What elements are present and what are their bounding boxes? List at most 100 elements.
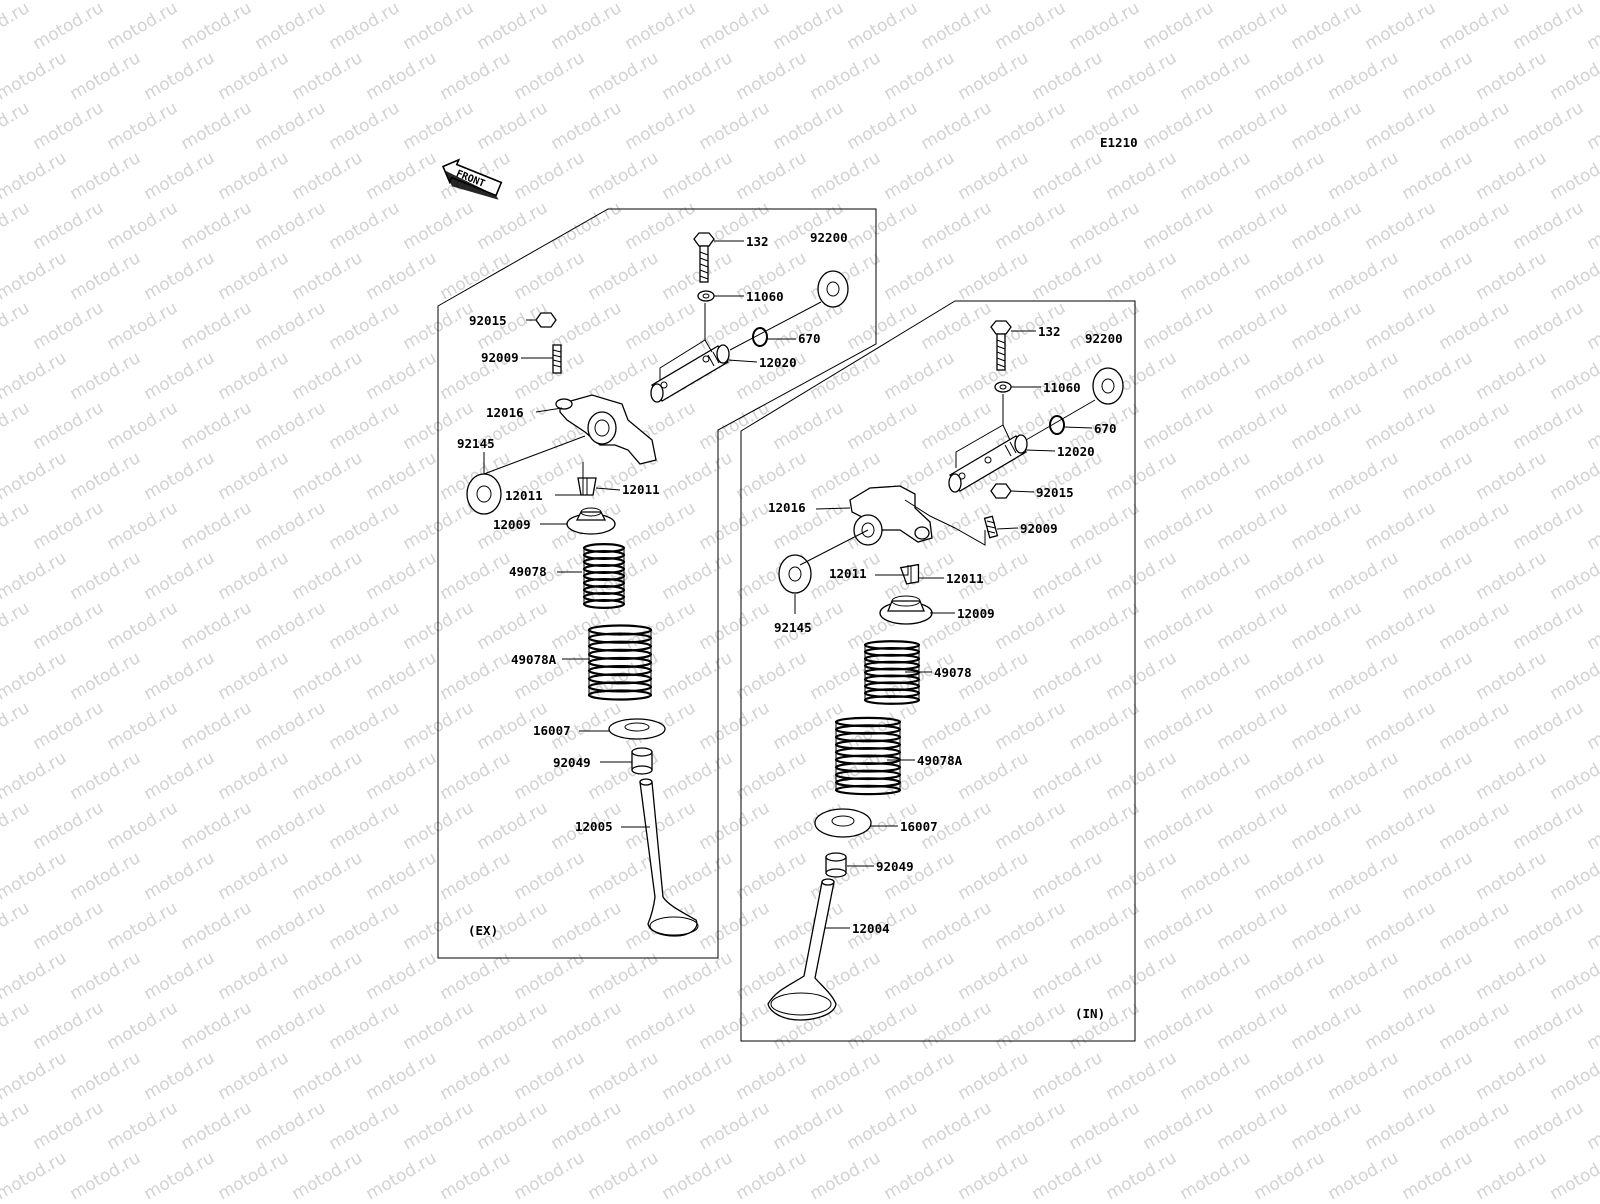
watermark-text: motod.ru bbox=[0, 348, 70, 404]
watermark-text: motod.ru bbox=[1214, 698, 1292, 754]
watermark-text: motod.ru bbox=[622, 1098, 700, 1154]
watermark-text: motod.ru bbox=[1473, 748, 1551, 804]
watermark-text: motod.ru bbox=[104, 0, 182, 54]
watermark-text: motod.ru bbox=[585, 148, 663, 204]
watermark-text: motod.ru bbox=[696, 1098, 774, 1154]
watermark-text: motod.ru bbox=[1029, 748, 1107, 804]
watermark-text: motod.ru bbox=[1399, 1148, 1477, 1200]
watermark-text: motod.ru bbox=[733, 0, 811, 4]
watermark-text: motod.ru bbox=[1325, 248, 1403, 304]
watermark-text: motod.ru bbox=[1436, 298, 1514, 354]
watermark-text: motod.ru bbox=[178, 898, 256, 954]
watermark-text: motod.ru bbox=[1362, 598, 1440, 654]
watermark-text: motod.ru bbox=[0, 648, 70, 704]
watermark-text: motod.ru bbox=[1177, 748, 1255, 804]
watermark-text: motod.ru bbox=[992, 998, 1070, 1054]
watermark-text: motod.ru bbox=[1473, 848, 1551, 904]
watermark-text: motod.ru bbox=[585, 948, 663, 1004]
watermark-text: motod.ru bbox=[1547, 548, 1600, 604]
watermark-text: motod.ru bbox=[1066, 0, 1144, 54]
watermark-text: motod.ru bbox=[1140, 898, 1218, 954]
watermark-text: motod.ru bbox=[1436, 1098, 1514, 1154]
watermark-text: motod.ru bbox=[474, 598, 552, 654]
watermark-text: motod.ru bbox=[844, 0, 922, 54]
watermark-text: motod.ru bbox=[1399, 848, 1477, 904]
watermark-text: motod.ru bbox=[0, 698, 33, 754]
watermark-text: motod.ru bbox=[363, 148, 441, 204]
watermark-text: motod.ru bbox=[548, 998, 626, 1054]
watermark-text: motod.ru bbox=[30, 0, 108, 54]
watermark-text: motod.ru bbox=[1547, 48, 1600, 104]
watermark-text: motod.ru bbox=[215, 848, 293, 904]
watermark-text: motod.ru bbox=[178, 1098, 256, 1154]
watermark-text: motod.ru bbox=[1288, 298, 1366, 354]
watermark-text: motod.ru bbox=[1584, 998, 1600, 1054]
watermark-text: motod.ru bbox=[1251, 848, 1329, 904]
watermark-text: motod.ru bbox=[215, 1148, 293, 1200]
label-132: 132 bbox=[746, 234, 769, 249]
watermark-text: motod.ru bbox=[0, 1048, 70, 1104]
watermark-text: motod.ru bbox=[1177, 948, 1255, 1004]
watermark-text: motod.ru bbox=[437, 748, 515, 804]
watermark-text: motod.ru bbox=[141, 448, 219, 504]
watermark-text: motod.ru bbox=[918, 98, 996, 154]
watermark-text: motod.ru bbox=[289, 448, 367, 504]
watermark-text: motod.ru bbox=[326, 298, 404, 354]
watermark-text: motod.ru bbox=[289, 148, 367, 204]
watermark-text: motod.ru bbox=[1288, 798, 1366, 854]
watermark-text: motod.ru bbox=[1436, 98, 1514, 154]
watermark-text: motod.ru bbox=[1177, 1048, 1255, 1104]
watermark-text: motod.ru bbox=[0, 498, 33, 554]
watermark-text: motod.ru bbox=[918, 698, 996, 754]
watermark-text: motod.ru bbox=[1436, 598, 1514, 654]
diagram-code: E1210 bbox=[1100, 135, 1138, 150]
watermark-text: motod.ru bbox=[659, 48, 737, 104]
watermark-text: motod.ru bbox=[659, 648, 737, 704]
label-92009: 92009 bbox=[1020, 521, 1058, 536]
watermark-text: motod.ru bbox=[1066, 898, 1144, 954]
watermark-text: motod.ru bbox=[141, 348, 219, 404]
watermark-text: motod.ru bbox=[289, 0, 367, 4]
ex-seal-92049 bbox=[632, 748, 652, 774]
watermark-text: motod.ru bbox=[1584, 198, 1600, 254]
watermark-text: motod.ru bbox=[1103, 1048, 1181, 1104]
watermark-text: motod.ru bbox=[178, 0, 256, 54]
watermark-text: motod.ru bbox=[1103, 648, 1181, 704]
watermark-text: motod.ru bbox=[1103, 248, 1181, 304]
watermark-text: motod.ru bbox=[1510, 398, 1588, 454]
label-92049: 92049 bbox=[553, 755, 591, 770]
watermark-text: motod.ru bbox=[1547, 948, 1600, 1004]
watermark-text: motod.ru bbox=[30, 798, 108, 854]
watermark-text: motod.ru bbox=[1066, 698, 1144, 754]
watermark-text: motod.ru bbox=[252, 0, 330, 54]
watermark-text: motod.ru bbox=[289, 748, 367, 804]
watermark-text: motod.ru bbox=[0, 798, 33, 854]
watermark-text: motod.ru bbox=[511, 48, 589, 104]
watermark-text: motod.ru bbox=[252, 98, 330, 154]
ex-washer-11060 bbox=[698, 291, 714, 301]
watermark-text: motod.ru bbox=[215, 48, 293, 104]
watermark-text: motod.ru bbox=[141, 848, 219, 904]
watermark-text: motod.ru bbox=[1584, 798, 1600, 854]
watermark-text: motod.ru bbox=[1103, 748, 1181, 804]
watermark-text: motod.ru bbox=[1399, 548, 1477, 604]
watermark-text: motod.ru bbox=[1288, 198, 1366, 254]
watermark-text: motod.ru bbox=[104, 498, 182, 554]
watermark-text: motod.ru bbox=[215, 348, 293, 404]
watermark-text: motod.ru bbox=[1103, 948, 1181, 1004]
watermark-text: motod.ru bbox=[696, 498, 774, 554]
watermark-text: motod.ru bbox=[1140, 698, 1218, 754]
watermark-text: motod.ru bbox=[30, 998, 108, 1054]
watermark-text: motod.ru bbox=[141, 248, 219, 304]
watermark-text: motod.ru bbox=[252, 198, 330, 254]
label-49078A: 49078A bbox=[511, 652, 557, 667]
watermark-text: motod.ru bbox=[104, 998, 182, 1054]
watermark-text: motod.ru bbox=[770, 1098, 848, 1154]
watermark-text: motod.ru bbox=[696, 798, 774, 854]
watermark-text: motod.ru bbox=[1510, 798, 1588, 854]
watermark-text: motod.ru bbox=[1473, 948, 1551, 1004]
watermark-text: motod.ru bbox=[1177, 548, 1255, 604]
watermark-text: motod.ru bbox=[1029, 548, 1107, 604]
watermark-text: motod.ru bbox=[178, 798, 256, 854]
watermark-text: motod.ru bbox=[918, 0, 996, 54]
